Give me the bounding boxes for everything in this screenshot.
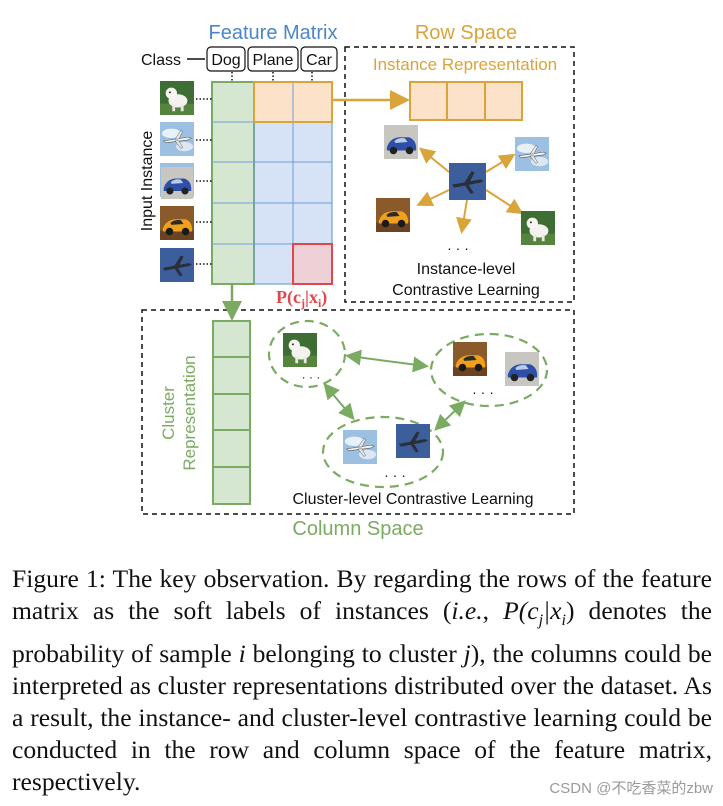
probability-cell	[292, 243, 333, 285]
class-dog-label: Dog	[211, 52, 240, 69]
cluster-link-car-plane	[434, 400, 466, 431]
instance-representation-label: Instance Representation	[373, 55, 557, 74]
plane-photo	[396, 424, 430, 458]
dog-photo	[283, 333, 317, 367]
cluster-plane-ellipsis: · · ·	[384, 467, 406, 483]
instance-level-line1: Instance-level	[417, 261, 516, 278]
row-space-title: Row Space	[415, 22, 517, 44]
class-box-car	[300, 46, 338, 72]
instance-graph: · · ·	[376, 125, 555, 256]
cluster-dog-ellipsis: · · ·	[302, 370, 321, 384]
caption-lead: Figure 1: The key observation. By regard…	[12, 564, 712, 626]
column-space-title: Column Space	[292, 518, 423, 540]
row-space-box	[344, 46, 575, 303]
watermark: CSDN @不吃香菜的zbw	[549, 780, 713, 797]
cluster-car-ellipsis: · · ·	[472, 384, 494, 400]
cluster-representation-vector	[212, 320, 251, 505]
instance-ellipsis: · · ·	[447, 240, 469, 256]
cluster-representation-line1: Cluster	[159, 386, 178, 440]
plane-photo	[343, 430, 377, 464]
cluster-dog	[267, 319, 347, 389]
caption-ie: i.e.	[451, 596, 483, 626]
class-box-dog	[206, 46, 246, 72]
anchor-plane-photo	[449, 163, 486, 200]
cluster-representation-line2: Representation	[180, 355, 199, 470]
caption-part4: belonging to cluster	[245, 638, 464, 668]
class-car-label: Car	[306, 52, 332, 69]
car-photo	[376, 198, 410, 232]
class-label: Class	[141, 52, 181, 69]
caption-part3: denotes the probability of sample	[12, 596, 713, 668]
plane-photo	[160, 248, 194, 282]
plane-photo	[160, 122, 194, 156]
class-plane-label: Plane	[253, 52, 294, 69]
input-instance-list	[160, 81, 212, 282]
cluster-level-label: Cluster-level Contrastive Learning	[293, 491, 534, 508]
caption-formula: P(cj|xi)	[503, 596, 575, 630]
car-photo	[160, 206, 194, 240]
figure-caption: Figure 1: The key observation. By regard…	[12, 563, 712, 799]
cluster-plane	[321, 415, 445, 489]
cluster-graph: · · · · · · · · ·	[267, 319, 549, 489]
plane-photo	[515, 137, 549, 171]
column-space-box	[141, 309, 575, 515]
caption-var-j: j	[463, 638, 471, 668]
caption-part5: ), the columns could be interpreted as c…	[12, 638, 713, 797]
instance-representation-vector	[409, 81, 523, 121]
input-instance-label: Input Instance	[139, 131, 156, 232]
probability-label: P(cj|xi)	[276, 287, 327, 310]
cluster-link-dog-plane	[323, 382, 355, 421]
dog-photo	[521, 211, 555, 245]
car-photo	[161, 167, 193, 199]
dog-photo	[160, 81, 194, 115]
caption-var-i: i	[238, 638, 246, 668]
feature-matrix	[211, 81, 333, 285]
instance-level-line2: Contrastive Learning	[392, 282, 540, 299]
figure-diagram: Feature Matrix Row Space Class Dog Plane…	[139, 22, 575, 540]
car-photo	[505, 352, 539, 386]
cluster-link-dog-car	[345, 349, 429, 373]
car-photo	[384, 125, 418, 159]
class-box-plane	[247, 46, 299, 72]
car-photo	[453, 342, 487, 376]
caption-part2: ,	[482, 596, 504, 626]
feature-matrix-title: Feature Matrix	[209, 22, 338, 44]
cluster-car	[429, 332, 549, 408]
